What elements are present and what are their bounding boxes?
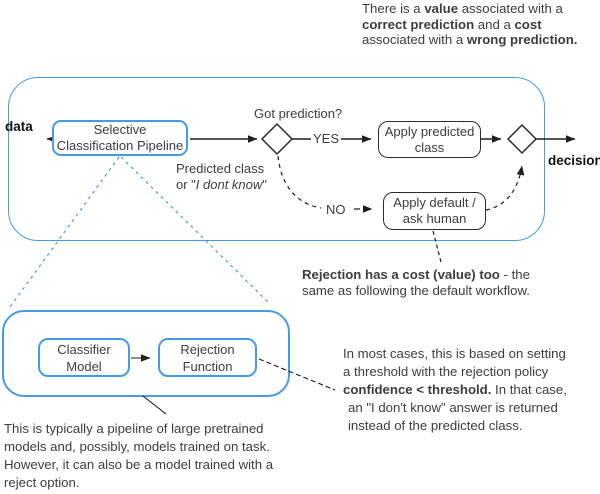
- no-label: NO: [324, 202, 348, 217]
- note-line: models and, possibly, models trained on …: [4, 439, 270, 455]
- apply-predicted-class-box: Apply predicted class: [378, 121, 481, 158]
- pipeline-container: [8, 77, 545, 241]
- node-label: Classifier: [57, 341, 111, 357]
- note-line: or "I dont know": [176, 176, 267, 192]
- note-line: instead of the predicted class.: [348, 418, 523, 434]
- node-label: ask human: [402, 211, 467, 226]
- classifier-model-box: Classifier Model: [38, 338, 130, 377]
- note-line: However, it can also be a model trained …: [4, 457, 274, 473]
- node-label: class: [414, 139, 445, 155]
- note-line: In most cases, this is based on setting: [343, 346, 566, 361]
- node-label: Apply default /: [393, 195, 476, 210]
- yes-label: YES: [311, 131, 342, 146]
- note-line: confidence < threshold. In that case,: [343, 382, 567, 398]
- note-line: a threshold with the rejection policy: [343, 364, 549, 380]
- note-line: reject option.: [4, 475, 80, 491]
- node-label: Function: [182, 358, 233, 374]
- got-prediction-label: Got prediction?: [254, 106, 343, 121]
- container-to-note-line: [142, 395, 167, 415]
- note-line: There is a value associated with a: [362, 1, 563, 16]
- note-line: correct prediction and a cost: [362, 16, 542, 32]
- node-label: Apply predicted: [384, 123, 475, 139]
- rejection-function-box: Rejection Function: [158, 338, 257, 377]
- node-label: Model: [66, 358, 102, 374]
- note-line: same as following the default workflow.: [302, 282, 530, 298]
- apply-default-ask-human-box: Apply default / ask human: [383, 192, 486, 230]
- node-label: Classification Pipeline: [56, 138, 184, 153]
- predicted-class-note: Predicted class or "I dont know": [176, 161, 267, 192]
- node-label: Rejection: [180, 341, 235, 357]
- note-pipeline-description: This is typically a pipeline of large pr…: [4, 420, 273, 492]
- decision-label: decision: [548, 153, 600, 168]
- note-threshold: In most cases, this is based on setting …: [343, 345, 567, 435]
- selective-classification-pipeline-box: Selective Classification Pipeline: [52, 120, 188, 156]
- note-line: Predicted class: [176, 161, 265, 176]
- note-value-cost: There is a value associated with a corre…: [362, 1, 577, 48]
- node-label: Selective: [93, 122, 147, 137]
- note-line: an "I don't know" answer is returned: [348, 400, 558, 416]
- note-line: associated with a wrong prediction.: [362, 32, 578, 47]
- note-line: Rejection has a cost (value) too - the: [302, 267, 530, 282]
- note-rejection-cost: Rejection has a cost (value) too - the s…: [302, 267, 530, 298]
- data-label: data: [5, 119, 33, 134]
- note-line: This is typically a pipeline of large pr…: [4, 421, 264, 436]
